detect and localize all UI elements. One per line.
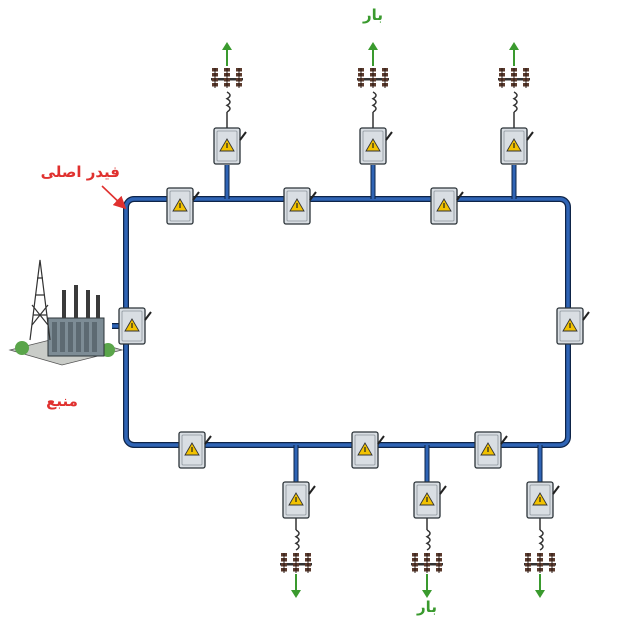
main-feeder-label: فیدر اصلی: [41, 163, 120, 181]
load-branch-top: [211, 42, 243, 199]
insulator-icon: [498, 68, 530, 88]
load-arrow-icon: [222, 42, 232, 66]
main-feeder-ring: [112, 196, 571, 448]
switch-box-icon: [166, 187, 200, 225]
coil-icon: [538, 529, 544, 551]
load-branch-bottom: [280, 445, 312, 598]
coil-icon: [294, 529, 300, 551]
load-arrow-icon: [509, 42, 519, 66]
coil-icon: [225, 91, 231, 113]
switch-box-icon: [500, 127, 534, 165]
switch-box-icon: [351, 431, 385, 469]
switch-box-icon: [213, 127, 247, 165]
insulator-icon: [280, 553, 312, 573]
load-label-top: بار: [362, 6, 383, 24]
load-arrow-icon: [422, 574, 432, 598]
switch-box-icon: [474, 431, 508, 469]
load-branch-top: [357, 42, 389, 199]
load-arrow-icon: [291, 574, 301, 598]
coil-icon: [512, 91, 518, 113]
switch-box-icon: [430, 187, 464, 225]
coil-icon: [425, 529, 431, 551]
load-arrow-icon: [368, 42, 378, 66]
switch-box-icon: [359, 127, 393, 165]
switch-box-icon: [413, 481, 447, 519]
insulator-icon: [524, 553, 556, 573]
switch-box-icon: [556, 307, 590, 345]
load-arrow-icon: [535, 574, 545, 598]
switch-box-icon: [282, 481, 316, 519]
switch-box-icon: [118, 307, 152, 345]
insulator-icon: [211, 68, 243, 88]
load-label-bottom: بار: [416, 598, 437, 616]
substation-icon: [8, 259, 124, 366]
load-branches: [211, 42, 556, 598]
load-branch-bottom: [411, 445, 443, 598]
switch-boxes: [118, 127, 590, 519]
switch-box-icon: [283, 187, 317, 225]
main-feeder-pointer: [101, 185, 127, 210]
coil-icon: [371, 91, 377, 113]
load-branch-top: [498, 42, 530, 199]
insulator-icon: [357, 68, 389, 88]
load-branch-bottom: [524, 445, 556, 598]
switch-box-icon: [178, 431, 212, 469]
source-label: منبع: [46, 392, 78, 410]
switch-box-icon: [526, 481, 560, 519]
insulator-icon: [411, 553, 443, 573]
